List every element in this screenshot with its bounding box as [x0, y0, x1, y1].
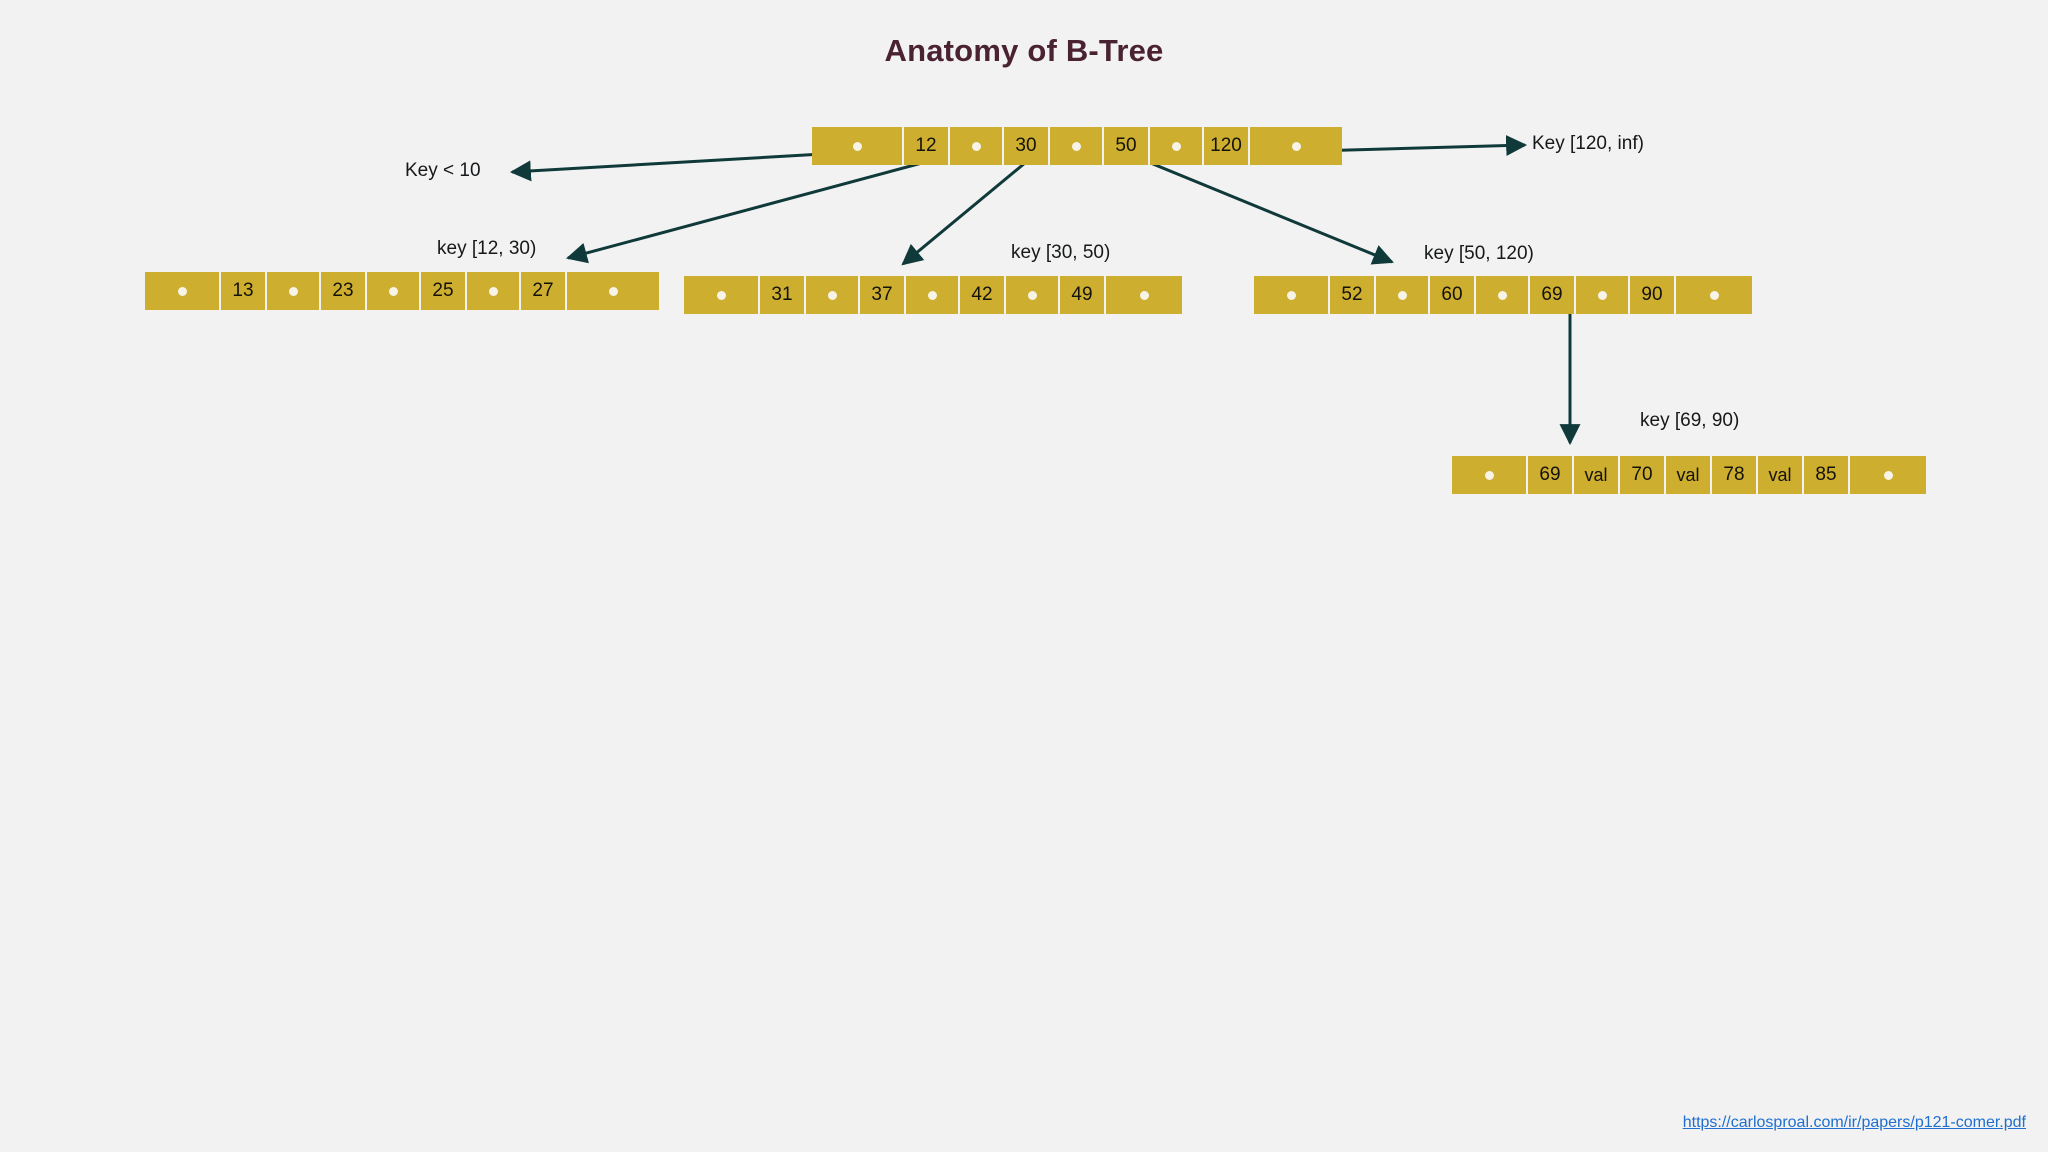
key-cell[interactable]: 69	[1528, 456, 1574, 494]
pointer-dot-icon	[1484, 470, 1494, 480]
pointer-cell[interactable]	[367, 272, 421, 310]
key-cell[interactable]: 31	[760, 276, 806, 314]
key-cell[interactable]: 23	[321, 272, 367, 310]
pointer-cell[interactable]	[1376, 276, 1430, 314]
pointer-dot-icon	[1883, 470, 1893, 480]
key-cell[interactable]: 49	[1060, 276, 1106, 314]
key-cell[interactable]: 85	[1804, 456, 1850, 494]
key-cell[interactable]: 13	[221, 272, 267, 310]
value-cell[interactable]: val	[1574, 456, 1620, 494]
page-title: Anatomy of B-Tree	[884, 33, 1164, 68]
key-cell[interactable]: 60	[1430, 276, 1476, 314]
pointer-cell[interactable]	[145, 272, 221, 310]
pointer-dot-icon	[716, 290, 726, 300]
pointer-cell[interactable]	[467, 272, 521, 310]
leaf-node-a[interactable]: 13 23 25 27	[145, 272, 659, 310]
key-cell[interactable]: 25	[421, 272, 467, 310]
pointer-dot-icon	[852, 141, 862, 151]
pointer-cell[interactable]	[950, 127, 1004, 165]
key-cell[interactable]: 70	[1620, 456, 1666, 494]
pointer-cell[interactable]	[1254, 276, 1330, 314]
value-cell[interactable]: val	[1758, 456, 1804, 494]
pointer-cell[interactable]	[1106, 276, 1182, 314]
pointer-cell[interactable]	[567, 272, 659, 310]
leaf-node-c[interactable]: 52 60 69 90	[1254, 276, 1752, 314]
key-cell[interactable]: 120	[1204, 127, 1250, 165]
pointer-cell[interactable]	[1150, 127, 1204, 165]
label-key-120-inf: Key [120, inf)	[1532, 133, 1644, 154]
pointer-cell[interactable]	[1050, 127, 1104, 165]
pointer-dot-icon	[1139, 290, 1149, 300]
pointer-dot-icon	[1071, 141, 1081, 151]
label-key-50-120: key [50, 120)	[1424, 243, 1534, 264]
pointer-cell[interactable]	[1476, 276, 1530, 314]
key-cell[interactable]: 37	[860, 276, 906, 314]
pointer-cell[interactable]	[906, 276, 960, 314]
value-cell[interactable]: val	[1666, 456, 1712, 494]
key-cell[interactable]: 69	[1530, 276, 1576, 314]
pointer-dot-icon	[1027, 290, 1037, 300]
pointer-dot-icon	[608, 286, 618, 296]
leaf-node-b[interactable]: 31 37 42 49	[684, 276, 1182, 314]
pointer-dot-icon	[1171, 141, 1181, 151]
pointer-dot-icon	[388, 286, 398, 296]
pointer-dot-icon	[1597, 290, 1607, 300]
label-key-12-30: key [12, 30)	[437, 238, 537, 259]
pointer-cell[interactable]	[806, 276, 860, 314]
key-cell[interactable]: 42	[960, 276, 1006, 314]
pointer-cell[interactable]	[684, 276, 760, 314]
pointer-dot-icon	[927, 290, 937, 300]
pointer-cell[interactable]	[1006, 276, 1060, 314]
root-node[interactable]: 12 30 50 120	[812, 127, 1342, 165]
label-key-69-90: key [69, 90)	[1640, 410, 1740, 431]
pointer-dot-icon	[971, 141, 981, 151]
pointer-dot-icon	[827, 290, 837, 300]
pointer-cell[interactable]	[1576, 276, 1630, 314]
pointer-dot-icon	[488, 286, 498, 296]
source-link[interactable]: https://carlosproal.com/ir/papers/p121-c…	[1682, 1114, 2026, 1131]
key-cell[interactable]: 12	[904, 127, 950, 165]
pointer-dot-icon	[1286, 290, 1296, 300]
key-cell[interactable]: 50	[1104, 127, 1150, 165]
pointer-cell[interactable]	[267, 272, 321, 310]
arrow-key-lt-10	[509, 151, 841, 182]
label-key-lt-10: Key < 10	[405, 160, 481, 181]
pointer-cell[interactable]	[812, 127, 904, 165]
pointer-dot-icon	[1709, 290, 1719, 300]
pointer-cell[interactable]	[1850, 456, 1926, 494]
pointer-dot-icon	[177, 286, 187, 296]
key-cell[interactable]: 30	[1004, 127, 1050, 165]
pointer-dot-icon	[1497, 290, 1507, 300]
pointer-dot-icon	[1397, 290, 1407, 300]
pointer-cell[interactable]	[1452, 456, 1528, 494]
label-key-30-50: key [30, 50)	[1011, 242, 1111, 263]
key-cell[interactable]: 52	[1330, 276, 1376, 314]
arrow-key-50-120	[1130, 153, 1394, 265]
key-cell[interactable]: 27	[521, 272, 567, 310]
arrow-key-12-30	[565, 154, 949, 264]
key-cell[interactable]: 78	[1712, 456, 1758, 494]
pointer-cell[interactable]	[1250, 127, 1342, 165]
pointer-dot-icon	[1291, 141, 1301, 151]
key-cell[interactable]: 90	[1630, 276, 1676, 314]
pointer-cell[interactable]	[1676, 276, 1752, 314]
pointer-dot-icon	[288, 286, 298, 296]
